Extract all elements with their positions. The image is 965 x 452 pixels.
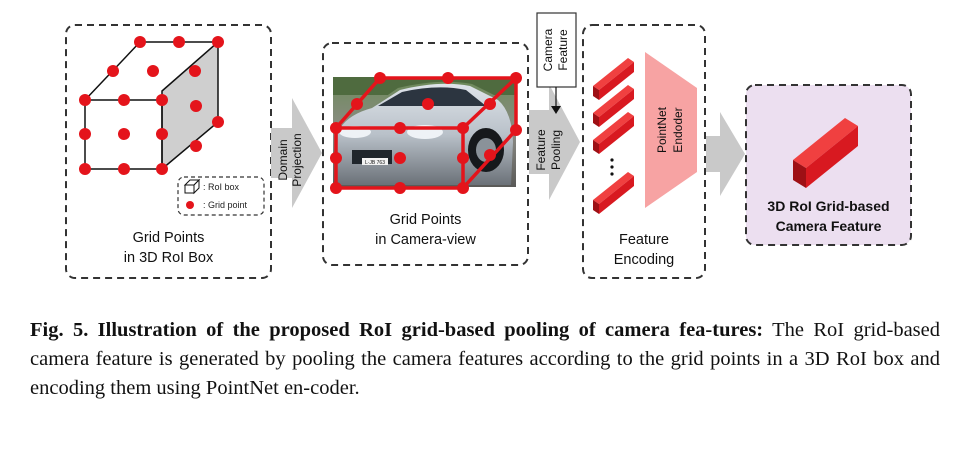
feature-encoding-label: Feature Encoding: [583, 230, 705, 270]
grid-point: [189, 65, 201, 77]
grid-point: [156, 94, 168, 106]
grid-point: [79, 163, 91, 175]
grid-point: [156, 163, 168, 175]
grid-points-3d-label: Grid Points in 3D RoI Box: [66, 228, 271, 268]
grid-point: [118, 163, 130, 175]
grid-point: [190, 140, 202, 152]
grid-point: [79, 128, 91, 140]
grid-point: [118, 94, 130, 106]
feature-bar: [593, 58, 634, 100]
grid-point: [510, 72, 522, 84]
feature-bar: [593, 85, 634, 127]
grid-point: [394, 152, 406, 164]
grid-point: [484, 98, 496, 110]
camera-image: L·JB 763: [333, 77, 516, 187]
grid-point: [484, 149, 496, 161]
grid-point: [107, 65, 119, 77]
grid-point: [394, 182, 406, 194]
camera-feature-label-2: Feature: [556, 29, 570, 71]
grid-point: [351, 98, 363, 110]
grid-point: [212, 116, 224, 128]
grid-point: [457, 122, 469, 134]
grid-point: [510, 124, 522, 136]
pointnet-encoder: [645, 52, 697, 208]
caption-text: The RoI grid-based camera feature is gen…: [30, 319, 940, 399]
grid-point: [374, 72, 386, 84]
grid-point: [173, 36, 185, 48]
panel-camera-view: [322, 42, 529, 266]
legend-grid-point-text: : Grid point: [203, 200, 248, 210]
camera-grid-points: [330, 72, 522, 194]
feature-bar: [593, 172, 634, 214]
legend-roi-box-text: : RoI box: [203, 182, 240, 192]
grid-point: [330, 182, 342, 194]
camera-feature-label-1: Camera: [541, 28, 555, 71]
grid-point: [394, 122, 406, 134]
grid-point: [79, 94, 91, 106]
feature-pooling-label-1: Feature: [534, 129, 548, 171]
grid-point: [134, 36, 146, 48]
pointnet-label-2: Endoder: [671, 107, 685, 152]
grid-point: [190, 100, 202, 112]
diagram-canvas: Domain Projection L·JB 763 Feature Pooli…: [65, 12, 912, 279]
grid-point: [147, 65, 159, 77]
feature-encoding-label-line2: Encoding: [613, 252, 675, 268]
feature-bar: [593, 112, 634, 154]
pointnet-label-1: PointNet: [655, 106, 669, 153]
caption-label: Fig. 5. Illustration of the proposed RoI…: [30, 319, 764, 341]
legend-box: [177, 176, 265, 216]
grid-point: [212, 36, 224, 48]
figure: Domain Projection L·JB 763 Feature Pooli…: [65, 12, 912, 279]
figure-caption: Fig. 5. Illustration of the proposed RoI…: [30, 316, 940, 403]
license-plate: L·JB 763: [365, 160, 385, 166]
output-feature-bar: [793, 118, 858, 188]
domain-projection-arrow: [271, 98, 322, 208]
feature-encoding-label-line1: Feature: [619, 232, 669, 248]
feature-pooling-arrow: [529, 84, 580, 200]
output-label: 3D RoI Grid-based Camera Feature: [746, 196, 911, 236]
ellipsis-dot: [610, 172, 614, 176]
grid-points-camera-label: Grid Points in Camera-view: [323, 210, 528, 250]
grid-point: [457, 182, 469, 194]
grid-point: [330, 122, 342, 134]
output-arrow: [706, 112, 745, 196]
grid-point: [422, 98, 434, 110]
cube-grid-points: [79, 36, 224, 175]
ellipsis-dot: [610, 165, 614, 169]
domain-projection-label-1: Domain: [276, 139, 290, 180]
grid-point: [330, 152, 342, 164]
camera-feature-arrowhead: [551, 106, 561, 114]
grid-point: [442, 72, 454, 84]
grid-points-camera-label-line2: in Camera-view: [375, 232, 476, 248]
output-label-line2: Camera Feature: [775, 218, 882, 234]
ellipsis-dot: [610, 158, 614, 162]
grid-point-legend-icon: [186, 201, 194, 209]
grid-points-3d-label-line1: Grid Points: [132, 230, 205, 246]
domain-projection-label-2: Projection: [290, 133, 304, 186]
grid-point: [457, 152, 469, 164]
panel-feature-encoding: [582, 24, 706, 279]
feature-pooling-label-2: Pooling: [549, 130, 563, 170]
grid-point: [118, 128, 130, 140]
grid-points-3d-label-line2: in 3D RoI Box: [123, 250, 214, 266]
feature-bars: [593, 58, 634, 214]
grid-points-camera-label-line1: Grid Points: [389, 212, 462, 228]
roi-box-legend-icon: [183, 178, 201, 195]
grid-point: [156, 128, 168, 140]
output-label-line1: 3D RoI Grid-based: [767, 198, 890, 214]
